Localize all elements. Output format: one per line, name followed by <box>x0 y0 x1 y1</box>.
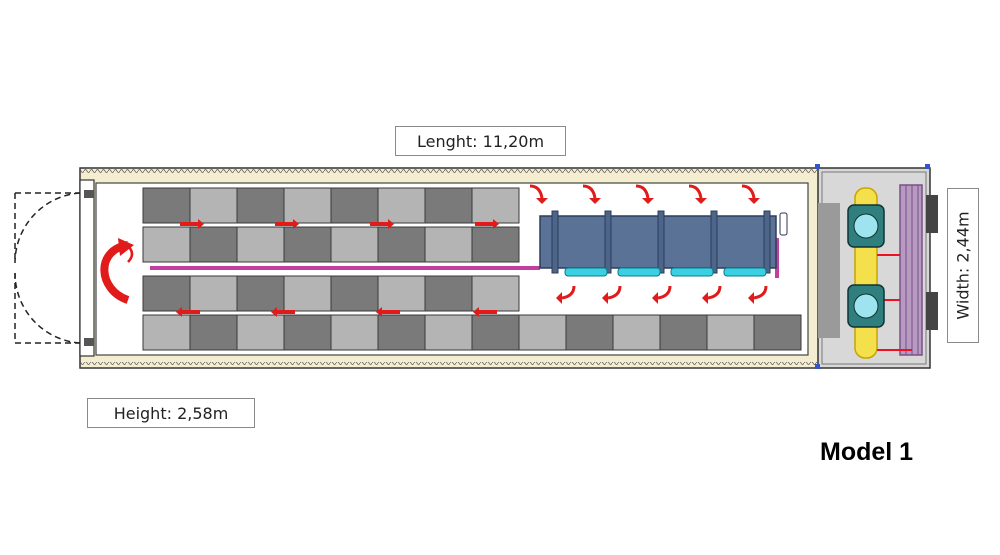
door-hinge-icon <box>84 338 94 346</box>
pallet-box <box>471 226 520 263</box>
airflow-curved-arrow <box>556 285 576 304</box>
airflow-left-arrow <box>271 307 295 317</box>
pallet-box <box>142 275 191 312</box>
evaporator-unit <box>539 210 777 274</box>
fan-icon <box>617 267 661 277</box>
pallet-box <box>236 314 285 351</box>
pallet-boxes <box>142 187 802 351</box>
length-label: Lenght: 11,20m <box>395 126 566 156</box>
pallet-box <box>142 187 191 224</box>
airflow-right-arrow <box>370 219 394 229</box>
condenser-fan-upper <box>926 195 938 233</box>
pallet-box <box>142 226 191 263</box>
height-label: Height: 2,58m <box>87 398 255 428</box>
pallet-box <box>377 275 426 312</box>
pallet-box <box>471 275 520 312</box>
pallet-box <box>236 187 285 224</box>
fan-icon <box>723 267 767 277</box>
airflow-arrows <box>176 184 768 317</box>
sensor-icon <box>779 212 788 236</box>
pallet-box <box>283 275 332 312</box>
evaporator-fans <box>564 267 767 277</box>
return-air-arrowhead <box>118 238 134 256</box>
pallet-box <box>142 314 191 351</box>
airflow-left-arrow <box>376 307 400 317</box>
pallet-box <box>377 314 426 351</box>
pallet-box <box>424 187 473 224</box>
airflow-curved-arrow <box>702 285 722 304</box>
condenser-fan-lower <box>926 292 938 330</box>
machine-room-bulkhead <box>818 203 840 338</box>
pallet-box <box>330 314 379 351</box>
airflow-curved-arrow <box>602 285 622 304</box>
pallet-box <box>236 226 285 263</box>
pallet-box <box>377 187 426 224</box>
door-swing-upper <box>14 192 81 264</box>
corner-marker <box>925 164 930 169</box>
airflow-curved-arrow <box>688 184 707 204</box>
condenser-coil <box>899 184 923 356</box>
compressor-assembly <box>847 184 938 359</box>
door-swing-lower <box>14 272 81 344</box>
pallet-box <box>706 314 755 351</box>
air-duct-end <box>775 238 779 278</box>
pallet-box <box>330 187 379 224</box>
airflow-left-arrow <box>473 307 497 317</box>
corner-marker <box>815 164 820 169</box>
pallet-box <box>236 275 285 312</box>
pallet-box <box>471 314 520 351</box>
pallet-box <box>377 226 426 263</box>
airflow-right-arrow <box>475 219 499 229</box>
height-text: Height: 2,58m <box>113 403 229 423</box>
airflow-curved-arrow <box>652 285 672 304</box>
length-text: Lenght: 11,20m <box>416 131 545 151</box>
fan-icon <box>670 267 714 277</box>
pallet-box <box>424 275 473 312</box>
pallet-box <box>753 314 802 351</box>
corner-marker <box>815 364 820 369</box>
pallet-box <box>471 187 520 224</box>
pallet-box <box>189 226 238 263</box>
airflow-curved-arrow <box>741 184 760 204</box>
pallet-box <box>189 275 238 312</box>
airflow-right-arrow <box>180 219 204 229</box>
fan-icon <box>564 267 608 277</box>
door-hinge-icon <box>84 190 94 198</box>
width-label: Width: 2,44m <box>947 188 979 343</box>
small-curl-arrow <box>127 245 134 263</box>
pallet-box <box>424 314 473 351</box>
pallet-box <box>283 314 332 351</box>
pallet-box <box>189 314 238 351</box>
air-duct-rail <box>150 266 540 270</box>
pallet-box <box>283 226 332 263</box>
pallet-box <box>565 314 614 351</box>
airflow-curved-arrow <box>748 285 768 304</box>
pallet-box <box>612 314 661 351</box>
model-title: Model 1 <box>820 438 914 466</box>
pallet-box <box>283 187 332 224</box>
airflow-left-arrow <box>176 307 200 317</box>
airflow-curved-arrow <box>529 184 548 204</box>
pallet-box <box>518 314 567 351</box>
airflow-curved-arrow <box>582 184 601 204</box>
airflow-curved-arrow <box>635 184 654 204</box>
pallet-box <box>330 275 379 312</box>
pallet-box <box>424 226 473 263</box>
airflow-right-arrow <box>275 219 299 229</box>
pallet-box <box>330 226 379 263</box>
pallet-box <box>189 187 238 224</box>
pallet-box <box>659 314 708 351</box>
return-air-arrow <box>100 241 130 304</box>
door-frame <box>79 179 95 357</box>
corrugated-top-edge <box>80 168 820 174</box>
corrugated-bottom-edge <box>80 362 820 368</box>
